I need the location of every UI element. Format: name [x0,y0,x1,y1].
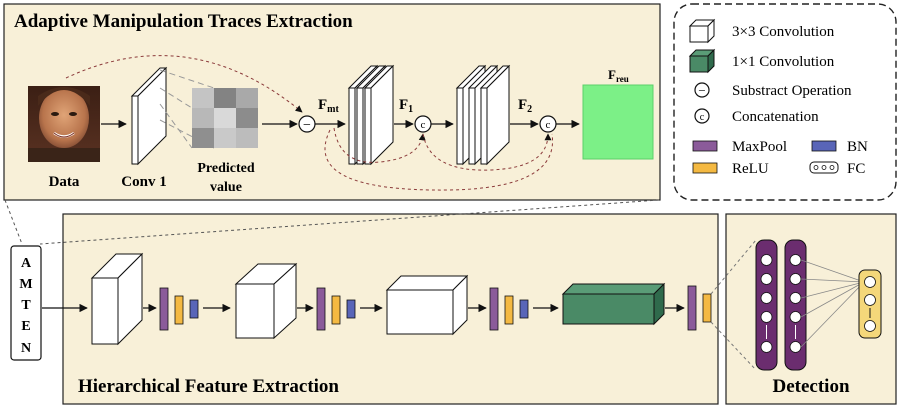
conv3x3-block-group1 [347,64,395,166]
hfe-conv-block-3 [385,274,469,336]
freu-label: Freu [608,67,629,84]
legend-conv1x1: 1×1 Convolution [688,48,835,74]
zoom-guide-left [4,199,23,245]
zoom-guide-right [39,199,660,245]
freu-output [582,84,654,160]
legend-maxpool: MaxPool [692,139,787,155]
legend-bn-label: BN [847,139,868,155]
skip-arc-fmt-concat1 [333,127,426,163]
hfe-conv-block-2 [234,262,298,340]
face-image [28,86,100,162]
legend-conv3x3: 3×3 Convolution [688,18,835,44]
zoom-guide-det-bottom [710,321,757,371]
maxpool-bar-2 [316,287,326,331]
maxpool-bar-1 [159,287,169,331]
residual-arc-data-subtract [65,55,303,113]
concat-node-2: c [539,115,557,133]
subtract-glyph: − [303,118,311,133]
amten-letter-m: M [19,277,32,292]
hfe-ops-group-2 [316,287,356,331]
maxpool-bar-3 [489,287,499,331]
conv1-block [130,66,168,166]
legend-fc: FC [809,161,865,177]
hfe-ops-group-4 [687,285,712,331]
bn-bar-1 [189,299,199,319]
relu-bar-1 [174,295,184,325]
legend-concat-label: Concatenation [732,109,819,125]
legend-relu-label: ReLU [732,161,769,177]
fmt-label: Fmt [318,97,340,115]
detection-title: Detection [772,376,849,397]
relu-bar-3 [504,295,514,325]
hfe-ops-group-1 [159,287,199,331]
bn-bar-2 [346,299,356,319]
amten-letter-n: N [21,341,31,356]
amte-panel [3,3,661,201]
legend-concat-glyph: c [700,112,705,123]
maxpool-bar-4 [687,285,697,331]
relu-bar-2 [331,295,341,325]
conv1-label: Conv 1 [121,174,166,190]
conv3x3-block-group2 [455,64,511,166]
subtract-node: − [298,115,316,133]
legend-subtract-label: Substract Operation [732,83,852,99]
concat-glyph-1: c [421,119,426,131]
amten-letter-e: E [21,319,30,334]
predicted-value-grid [192,88,258,148]
legend-fc-label: FC [847,161,865,177]
skip-arc-fmt-concat2 [324,129,554,191]
concat-node-1: c [414,115,432,133]
fc-layer-1 [755,239,778,371]
f1-label: F1 [399,97,413,115]
amten-letter-a: A [21,256,32,271]
legend-relu: ReLU [692,161,769,177]
amten-letter-t: T [21,298,31,313]
hfe-conv1x1-block [561,282,666,326]
hfe-title: Hierarchical Feature Extraction [78,376,339,397]
hfe-conv-block-1 [90,252,144,346]
legend-panel [673,3,897,201]
predicted-label-line2: value [210,180,242,195]
predicted-label-line1: Predicted [197,161,254,176]
f2-label: F2 [518,97,532,115]
legend-maxpool-label: MaxPool [732,139,787,155]
legend-conv1x1-label: 1×1 Convolution [732,54,835,70]
legend-conv3x3-label: 3×3 Convolution [732,24,835,40]
concat-glyph-2: c [546,119,551,131]
fc-connections [800,259,865,348]
fc-output-node [858,269,882,339]
legend-subtract-glyph: − [698,83,705,98]
fc-layer-2 [784,239,807,371]
hfe-ops-group-3 [489,287,529,331]
legend-subtract: − Substract Operation [694,82,852,99]
amte-title: Adaptive Manipulation Traces Extraction [14,11,353,32]
bn-bar-3 [519,299,529,319]
legend-bn: BN [811,139,868,155]
data-label: Data [49,174,80,190]
relu-bar-4 [702,293,712,323]
amten-box [10,245,42,361]
legend-concat: c Concatenation [694,108,819,125]
